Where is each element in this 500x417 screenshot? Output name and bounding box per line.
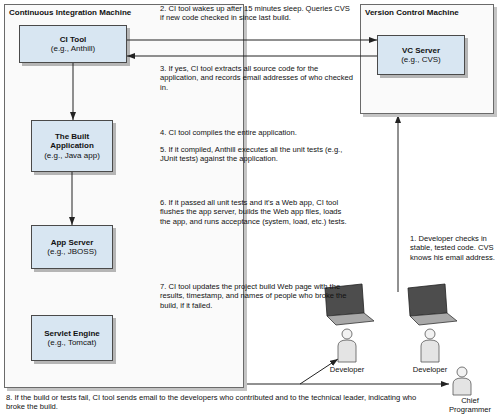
step-note: 5. If it compiled, Anthill executes all … — [160, 145, 348, 164]
machine-box: Continuous Integration MachineCI Tool(e.… — [4, 4, 244, 388]
laptop-screen — [408, 284, 447, 316]
node-subtitle: (e.g., JBOSS) — [47, 247, 96, 256]
person-body — [421, 340, 439, 362]
node-subtitle: (e.g., Anthill) — [51, 44, 95, 53]
developer-figure — [408, 284, 457, 362]
node-title: The Built Application — [34, 132, 110, 150]
laptop-base — [327, 313, 374, 325]
step-note: 6. If it passed all unit tests and it's … — [160, 198, 352, 226]
person-head — [425, 329, 435, 339]
step-note: 3. If yes, CI tool extracts all source c… — [160, 64, 355, 92]
component-box: The Built Application(e.g., Java app) — [31, 120, 113, 172]
node-title: Continuous Integration Machine — [9, 8, 131, 17]
laptop-base — [410, 313, 457, 325]
checkin-wire — [398, 115, 399, 292]
node-title: Version Control Machine — [365, 8, 459, 17]
step-note: 1. Developer checks in stable, tested co… — [410, 234, 498, 262]
step-note: 7. CI tool updates the project build Web… — [160, 282, 350, 310]
person-head — [342, 329, 352, 339]
person-label: Chief Programmer — [442, 396, 498, 415]
component-box: App Server(e.g., JBOSS) — [31, 225, 113, 269]
step-note: 8. If the build or tests fail, CI tool s… — [6, 393, 434, 412]
node-title: CI Tool — [60, 35, 87, 44]
person-label: Developer — [322, 365, 372, 374]
node-subtitle: (e.g., CVS) — [401, 55, 441, 64]
step-note: 2. CI tool wakes up after 15 minutes sle… — [160, 4, 355, 23]
step-note: 4. CI tool compiles the entire applicati… — [160, 128, 355, 137]
person-head — [457, 367, 467, 377]
node-title: Servlet Engine — [44, 329, 100, 338]
person-body — [453, 378, 471, 395]
person-body — [338, 340, 356, 362]
person-label: Developer — [405, 365, 455, 374]
node-subtitle: (e.g., Tomcat) — [48, 338, 97, 347]
node-title: VC Server — [402, 46, 440, 55]
component-box: VC Server(e.g., CVS) — [377, 35, 465, 75]
component-box: Servlet Engine(e.g., Tomcat) — [31, 315, 113, 361]
node-title: App Server — [51, 238, 94, 247]
machine-box: Version Control Machine VC Server(e.g., C… — [360, 4, 494, 114]
component-box: CI Tool(e.g., Anthill) — [19, 25, 127, 63]
chief-figure — [453, 367, 471, 395]
node-subtitle: (e.g., Java app) — [44, 151, 100, 160]
